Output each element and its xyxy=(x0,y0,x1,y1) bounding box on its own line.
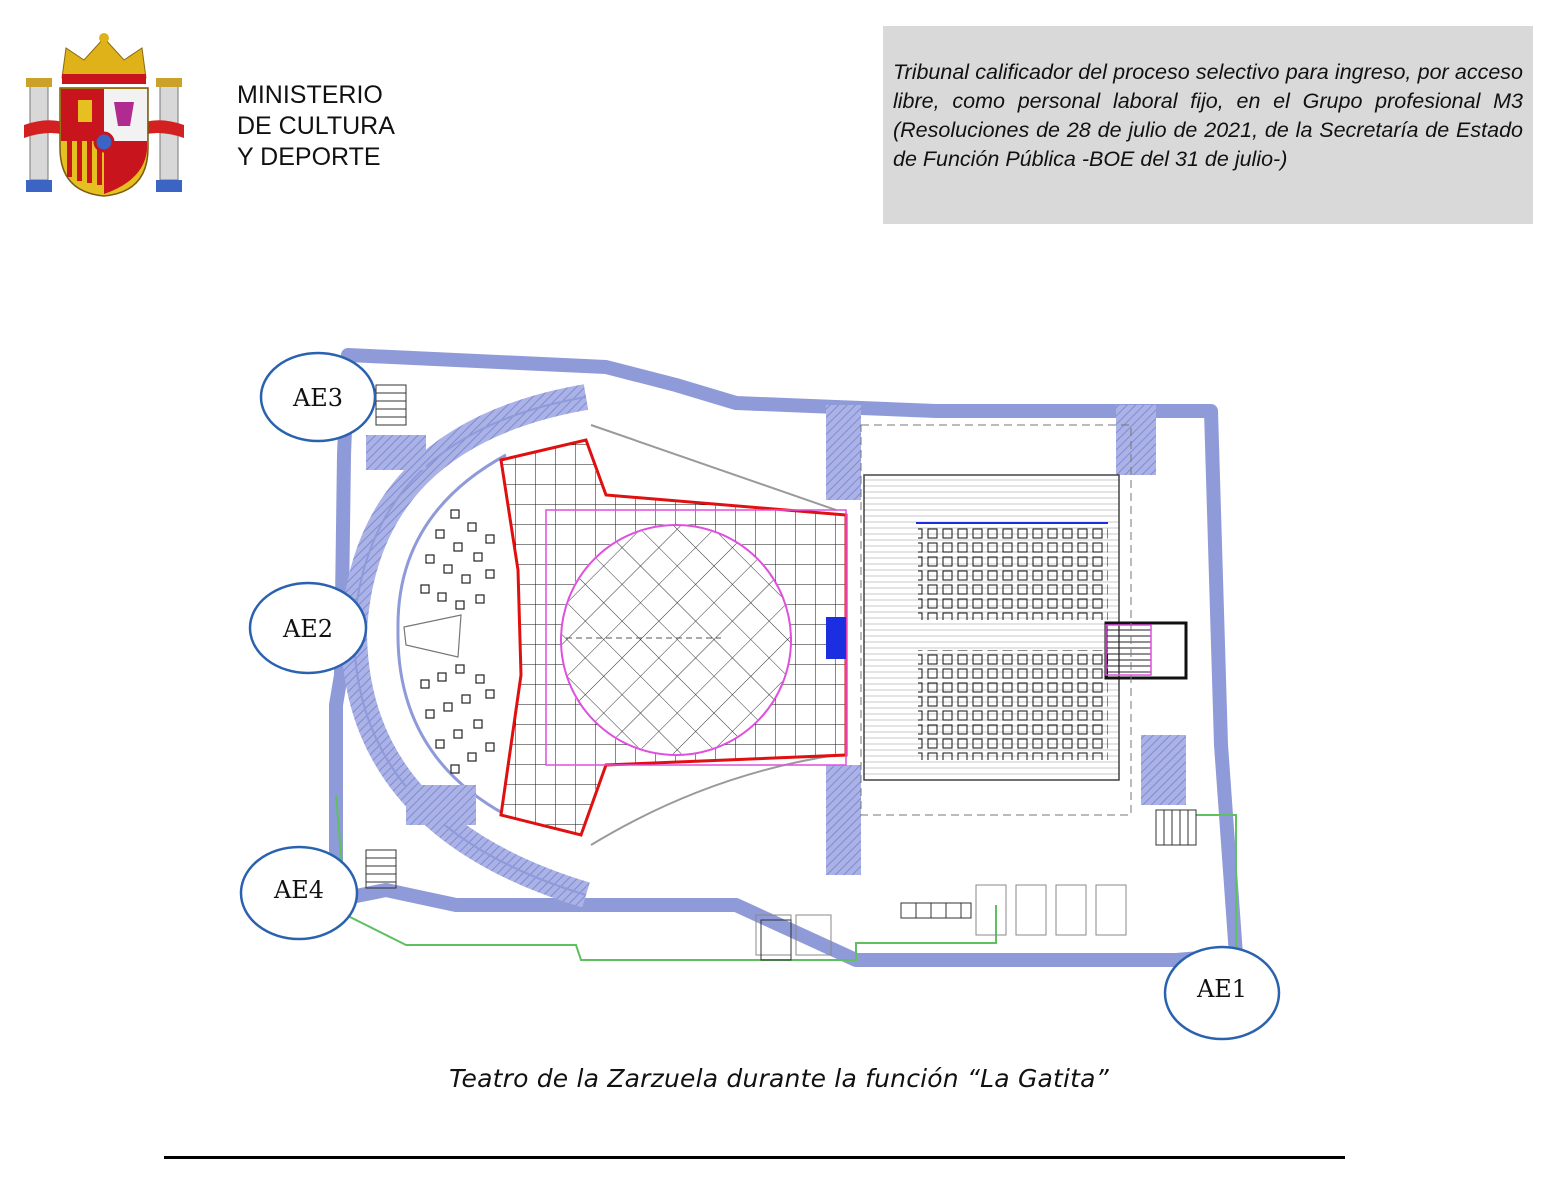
exit-marker-ae3: AE3 xyxy=(259,351,377,443)
footer-divider xyxy=(164,1156,1345,1159)
exit-marker-ae1: AE1 xyxy=(1163,945,1281,1041)
exit-marker-ae2: AE2 xyxy=(248,581,368,675)
exit-marker-ae4: AE4 xyxy=(239,845,359,941)
theatre-floorplan: AE3 AE2 AE4 AE1 xyxy=(239,348,1281,1041)
ministry-name: MINISTERIO DE CULTURA Y DEPORTE xyxy=(237,80,395,173)
coat-of-arms-logo xyxy=(24,33,184,197)
exit-label-ae2: AE2 xyxy=(282,615,333,643)
exit-label-ae3: AE3 xyxy=(292,384,343,412)
ministry-line-3: Y DEPORTE xyxy=(237,143,381,171)
exit-label-ae1: AE1 xyxy=(1196,975,1247,1003)
tribunal-text: Tribunal calificador del proceso selecti… xyxy=(893,60,1523,171)
tribunal-info-box: Tribunal calificador del proceso selecti… xyxy=(883,26,1533,224)
ministry-line-2: DE CULTURA xyxy=(237,112,395,140)
exit-label-ae4: AE4 xyxy=(273,876,324,904)
floorplan-caption: Teatro de la Zarzuela durante la función… xyxy=(449,1064,1109,1093)
ministry-line-1: MINISTERIO xyxy=(237,81,383,109)
